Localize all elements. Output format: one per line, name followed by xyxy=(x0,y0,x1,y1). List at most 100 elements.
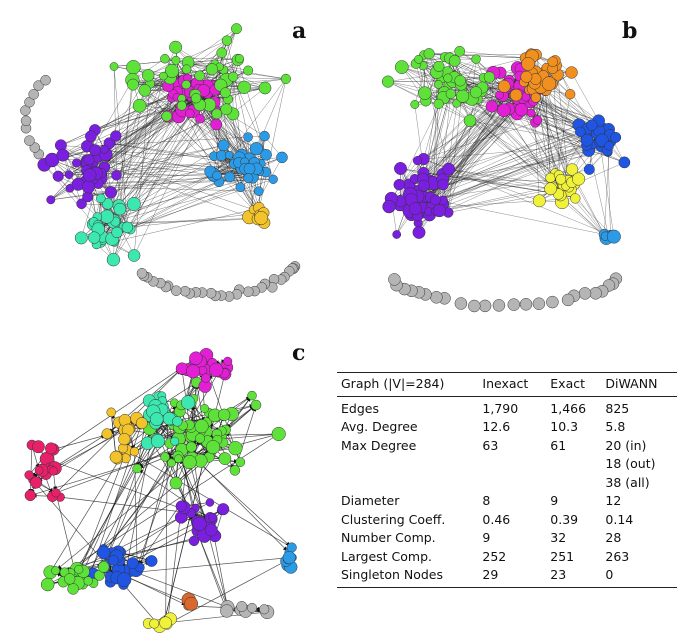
graph-node xyxy=(96,545,111,560)
graph-node xyxy=(565,163,579,176)
graph-node xyxy=(217,503,230,516)
graph-node xyxy=(259,604,270,615)
graph-node xyxy=(28,89,39,100)
graph-node xyxy=(519,298,533,311)
graph-node xyxy=(64,573,76,585)
graph-node xyxy=(104,186,118,199)
graph-edge xyxy=(226,40,249,138)
graph-node xyxy=(243,162,256,175)
graph-node xyxy=(159,71,168,81)
graph-node xyxy=(448,55,461,67)
table-cell: 20 (in) xyxy=(605,437,647,453)
graph-edge xyxy=(104,91,191,168)
graph-node xyxy=(176,100,187,111)
graph-node xyxy=(271,426,286,442)
graph-edge xyxy=(88,159,250,218)
graph-edge xyxy=(163,415,216,622)
graph-node xyxy=(179,285,191,297)
table-cell: Max Degree xyxy=(341,437,417,453)
graph-node xyxy=(182,455,197,470)
graph-node xyxy=(192,516,207,531)
table-cell: 9 xyxy=(482,530,491,545)
graph-edge xyxy=(532,88,540,201)
graph-node xyxy=(221,35,233,46)
graph-node xyxy=(118,432,131,446)
graph-edge xyxy=(127,177,253,230)
graph-edge xyxy=(188,62,286,80)
network-graph-a xyxy=(20,23,301,302)
graph-node xyxy=(555,173,567,185)
graph-node xyxy=(72,158,82,168)
graph-node xyxy=(132,463,142,474)
graph-node xyxy=(223,356,233,366)
graph-node xyxy=(74,231,88,245)
graph-node xyxy=(40,74,51,86)
graph-node xyxy=(194,433,206,444)
graph-edge xyxy=(571,72,599,121)
graph-node xyxy=(205,287,217,299)
graph-node xyxy=(204,523,218,537)
graph-node xyxy=(526,108,536,118)
graph-node xyxy=(442,162,456,176)
graph-node xyxy=(206,440,221,455)
graph-node xyxy=(468,299,481,313)
graph-node xyxy=(24,135,35,146)
graph-edge xyxy=(76,402,175,570)
graph-node xyxy=(243,173,254,184)
graph-node xyxy=(194,70,205,81)
graph-node xyxy=(234,54,244,64)
graph-edge xyxy=(69,79,133,189)
graph-node xyxy=(243,286,254,297)
graph-node xyxy=(111,226,123,239)
graph-node xyxy=(127,249,141,262)
graph-node xyxy=(161,110,173,122)
graph-node xyxy=(116,572,132,587)
graph-node xyxy=(565,66,578,79)
table-cell: 252 xyxy=(482,548,507,564)
graph-node xyxy=(216,47,228,59)
table-cell: 0.14 xyxy=(605,511,634,527)
graph-node xyxy=(412,225,426,239)
graph-node xyxy=(530,92,541,103)
graph-node xyxy=(586,119,598,131)
graph-node xyxy=(469,86,483,99)
graph-node xyxy=(218,408,231,421)
graph-node xyxy=(186,364,201,379)
graph-node xyxy=(220,103,233,116)
table-cell: 10.3 xyxy=(550,419,579,434)
graph-edge xyxy=(423,144,587,160)
graph-node xyxy=(430,194,441,206)
graph-node xyxy=(610,131,622,143)
graph-edge xyxy=(417,122,536,161)
graph-node xyxy=(52,170,64,182)
graph-node xyxy=(521,57,535,71)
graph-node xyxy=(40,577,55,592)
graph-node xyxy=(388,273,401,286)
graph-node xyxy=(205,63,219,76)
graph-node xyxy=(443,73,453,83)
graph-edge xyxy=(448,168,558,191)
graph-node xyxy=(572,172,586,186)
graph-edge xyxy=(545,81,570,188)
graph-edge xyxy=(132,84,254,210)
table-cell: Number Comp. xyxy=(341,530,436,545)
graph-node xyxy=(171,55,181,65)
graph-node xyxy=(31,440,45,454)
network-panel-c: c xyxy=(0,325,335,644)
graph-edge xyxy=(441,93,452,174)
table-cell: Diameter xyxy=(341,493,400,508)
graph-node xyxy=(434,80,443,89)
graph-node xyxy=(492,299,506,312)
graph-edge xyxy=(106,145,224,217)
graph-node xyxy=(33,80,44,91)
graph-node xyxy=(200,404,209,413)
table-cell: 32 xyxy=(550,530,567,545)
graph-node xyxy=(589,287,602,300)
graph-node xyxy=(218,452,232,465)
